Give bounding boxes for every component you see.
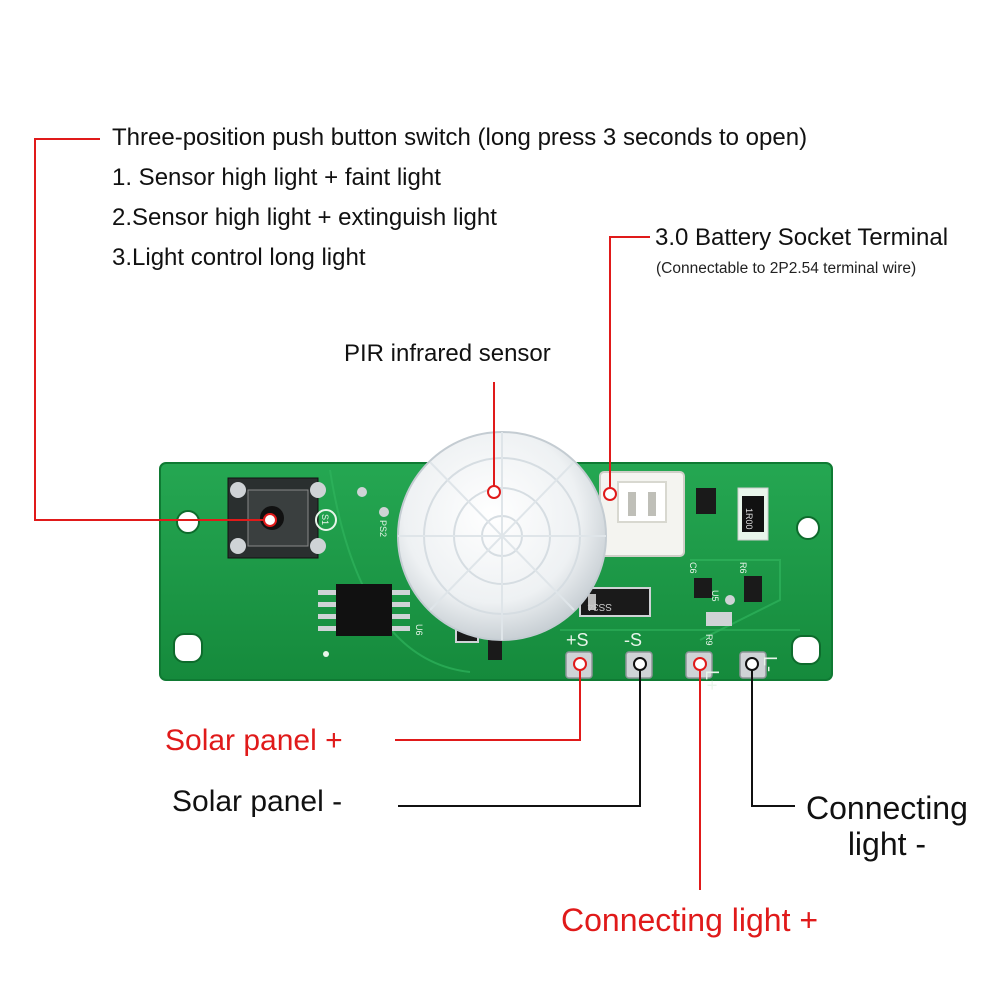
silkscreen-labels: +S -S L+ L- S1 PS2 U6 SS34 U5 R9 R6 C6 1… [320,508,780,691]
battery-note-label: (Connectable to 2P2.54 terminal wire) [656,260,917,277]
silk-button-ref: S1 [320,514,330,525]
switch-title-label: Three-position push button switch (long … [112,124,808,151]
solar-plus-label: Solar panel + [165,724,343,757]
solar-minus-label: Solar panel - [172,785,343,818]
mounting-hole [173,633,203,663]
dot-solar-plus [573,657,587,671]
light-minus-line1: Connecting [806,790,968,826]
dot-light-plus [693,657,707,671]
pir-sensor-label: PIR infrared sensor [344,340,551,367]
switch-mode-1-label: 1. Sensor high light + faint light [112,164,441,191]
light-minus-line2: light - [847,826,927,862]
ic-chip [318,584,410,636]
leader-switch [34,138,270,521]
diode [579,587,651,617]
switch-mode-3-label: 3.Light control long light [112,244,366,271]
dot-pir [487,485,501,499]
silk-r9: R9 [704,634,714,646]
silk-light-minus: L- [760,656,780,672]
silk-solar-plus: +S [566,630,589,650]
light-plus-label: Connecting light + [561,902,819,938]
silk-light-plus: L+ [702,670,722,691]
battery-title-label: 3.0 Battery Socket Terminal [655,224,949,251]
leader-lines [34,138,795,890]
leader-solar-minus [398,666,641,807]
mounting-hole [791,635,821,665]
leader-solar-plus [395,666,581,741]
silk-chip-ref: U6 [414,624,424,636]
mounting-hole [176,510,200,534]
silk-r6: R6 [738,562,748,574]
silk-diode-ref: SS34 [587,601,612,612]
mounting-hole [796,516,820,540]
light-minus-label: Connecting light - [806,790,968,862]
pointer-dots [263,485,759,671]
leader-battery [609,236,650,494]
silk-pir-ref: PS2 [378,520,388,537]
silk-resistor-code: 1R00 [744,508,754,530]
leader-light-minus [751,666,795,807]
silk-solar-minus: -S [624,630,642,650]
smd-components [455,487,769,660]
silk-regulator-ref: U5 [710,590,720,602]
silk-c6: C6 [688,562,698,574]
battery-socket [599,471,685,557]
dot-battery [603,487,617,501]
switch-mode-2-label: 2.Sensor high light + extinguish light [112,204,497,231]
dot-solar-minus [633,657,647,671]
dot-light-minus [745,657,759,671]
pir-sensor-dome [397,431,607,641]
dot-switch [263,513,277,527]
